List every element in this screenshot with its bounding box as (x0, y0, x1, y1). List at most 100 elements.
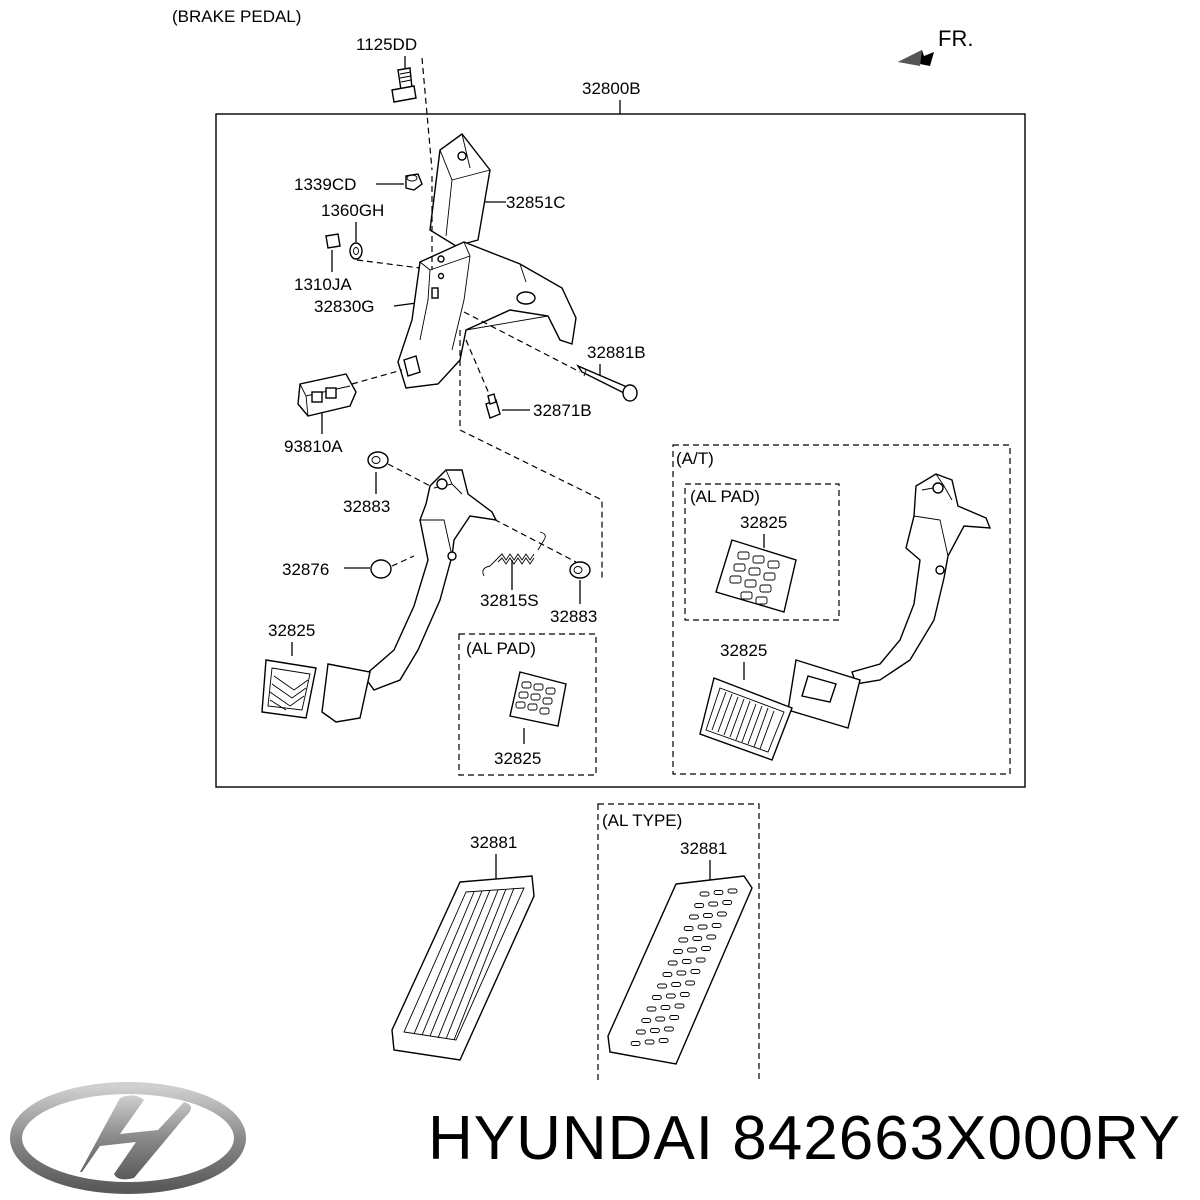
nut-1339CD (405, 173, 423, 191)
pedal-slot (630, 1041, 641, 1046)
al-pad-box-right-label: (AL PAD) (690, 487, 760, 506)
accelerator-pedal-pad-32881 (391, 875, 535, 1061)
pedal-slot (660, 1005, 671, 1010)
part-label-32883-lower: 32883 (550, 607, 597, 626)
front-direction-arrow-icon (898, 50, 934, 66)
al-pad-box-left-label: (AL PAD) (466, 639, 536, 658)
pedal-slot (667, 960, 678, 966)
pedal-slot (687, 947, 697, 953)
part-label-32825-al-right: 32825 (740, 513, 787, 532)
pedal-pad-32825-at (699, 677, 793, 761)
return-spring-32815S (482, 531, 546, 577)
bracket-32851C (429, 133, 491, 247)
part-label-32871B: 32871B (533, 401, 592, 420)
part-label-32883-upper: 32883 (343, 497, 390, 516)
pedal-slot (674, 1003, 685, 1009)
part-label-32825-at: 32825 (720, 641, 767, 660)
stop-lamp-switch-93810A (297, 373, 357, 417)
pedal-slot (692, 936, 703, 941)
pedal-pad-32825-manual (261, 659, 317, 719)
pedal-slot (663, 1026, 674, 1032)
part-label-32881: 32881 (470, 833, 517, 852)
pedal-slot (651, 995, 662, 1000)
washer-1360GH (349, 242, 363, 260)
pedal-slot (683, 926, 694, 931)
diagram-title: (BRAKE PEDAL) (172, 7, 301, 26)
pedal-slot (665, 993, 676, 999)
automatic-brake-pedal-arm (787, 473, 992, 729)
pin-32881B (576, 364, 638, 402)
automatic-transmission-box-label: (A/T) (676, 449, 714, 468)
part-label-32815S: 32815S (480, 591, 539, 610)
pedal-slot (679, 992, 690, 997)
pedal-slot (635, 1029, 646, 1035)
aluminum-accelerator-pedal-32881 (607, 875, 753, 1065)
front-direction-label: FR. (938, 26, 973, 51)
pedal-slot (673, 949, 683, 954)
brake-pedal-arm (321, 469, 498, 723)
part-number: 842663X000RY (732, 1104, 1181, 1173)
pedal-slot (708, 901, 719, 907)
part-label-1360GH: 1360GH (321, 201, 384, 220)
pedal-slot (706, 934, 717, 940)
pedal-slot (722, 900, 733, 905)
part-label-32830G: 32830G (314, 297, 375, 316)
automatic-transmission-box (672, 444, 1011, 775)
bolt-32871B (485, 393, 501, 419)
part-label-32825-manual: 32825 (268, 621, 315, 640)
pedal-slot (711, 923, 722, 928)
pedal-slot (646, 1006, 657, 1012)
part-label-32825-al-left: 32825 (494, 749, 541, 768)
pedal-slot (644, 1039, 655, 1045)
hyundai-logo-icon (10, 1082, 246, 1194)
brand-name: HYUNDAI (428, 1104, 715, 1173)
pedal-slot (685, 980, 696, 986)
al-pad-box-right (684, 483, 840, 621)
al-type-box-label: (AL TYPE) (602, 811, 682, 830)
part-label-1125DD: 1125DD (356, 35, 417, 54)
bushing-32883-upper (367, 451, 389, 469)
aluminum-pedal-pad-32825-left (509, 671, 567, 727)
pedal-slot (641, 1018, 652, 1023)
bolt-1125DD (391, 67, 417, 103)
parts-diagram: (BRAKE PEDAL) FR. 1125DD 32800B 32851C 1… (172, 7, 1026, 1080)
assembly-frame-32800B (215, 113, 1026, 788)
pedal-slot (716, 911, 727, 917)
pedal-slot (695, 957, 706, 963)
pedal-slot (699, 891, 710, 897)
pedal-slot (676, 970, 687, 976)
pedal-slot (694, 903, 705, 908)
aluminum-pedal-pad-32825-right (715, 539, 797, 613)
part-label-32876: 32876 (282, 560, 329, 579)
al-pad-box-left (458, 633, 597, 776)
part-label-32881B: 32881B (587, 343, 646, 362)
pedal-slot (713, 890, 724, 895)
part-label-1339CD: 1339CD (294, 175, 356, 194)
pedal-slot (697, 924, 708, 930)
pedal-slot (671, 982, 682, 987)
part-label-1310JA: 1310JA (294, 275, 352, 294)
pedal-slot (649, 1028, 660, 1033)
pedal-bracket-32830G (397, 241, 577, 389)
part-label-32800B: 32800B (582, 79, 641, 98)
pedal-slot (678, 937, 689, 943)
pedal-slot (655, 1016, 666, 1022)
pedal-slot (727, 888, 738, 894)
pedal-slot (669, 1015, 680, 1020)
bushing-32883-lower (569, 561, 591, 579)
part-label-32851C: 32851C (506, 193, 566, 212)
pedal-slot (702, 913, 713, 918)
pedal-slot (658, 1038, 669, 1043)
pedal-slot (701, 946, 711, 951)
brand-caption: HYUNDAI 842663X000RY (428, 1108, 1181, 1170)
pedal-slot (657, 983, 668, 989)
part-label-32881-al: 32881 (680, 839, 727, 858)
nut-1310JA (325, 233, 341, 249)
pedal-slot (690, 969, 701, 974)
al-type-box (597, 803, 760, 1080)
pedal-slot (662, 972, 673, 977)
pedal-slot (681, 959, 692, 964)
stopper-32876 (370, 559, 392, 579)
pedal-slot (688, 914, 699, 920)
part-label-93810A: 93810A (284, 437, 343, 456)
